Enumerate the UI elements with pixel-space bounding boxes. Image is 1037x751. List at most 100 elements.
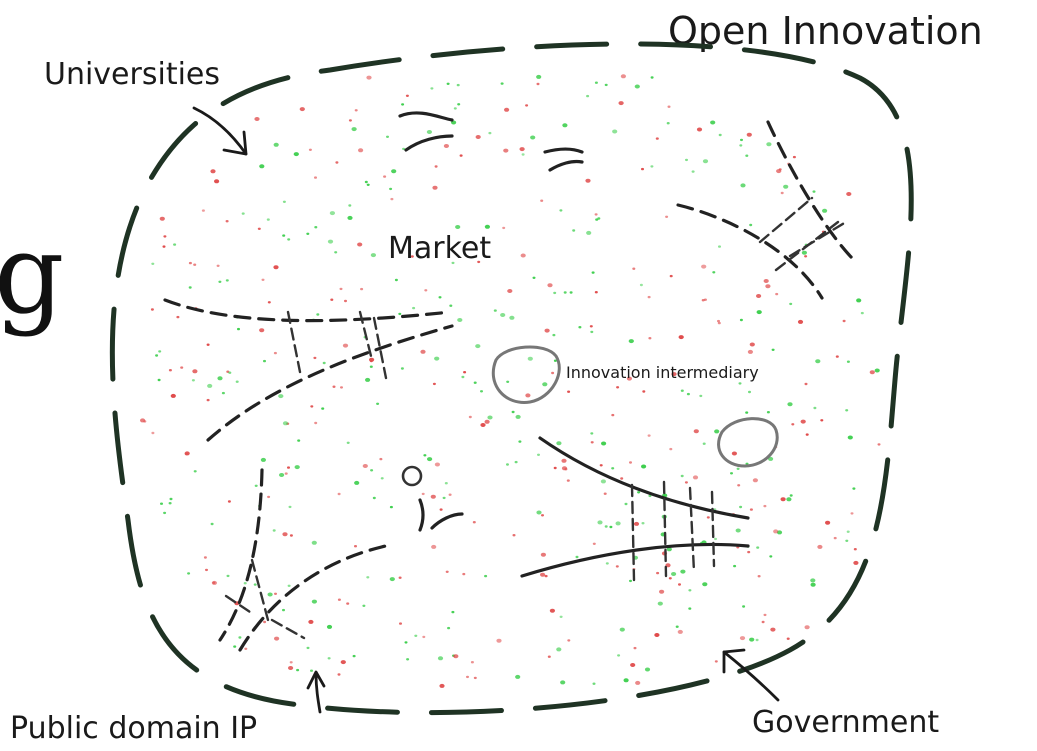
dot [455, 225, 461, 229]
open-boundary [109, 41, 914, 716]
barrier-top-right-1 [766, 120, 854, 260]
dot [791, 423, 795, 426]
dot [369, 359, 373, 363]
dot [500, 313, 506, 317]
dot [493, 309, 497, 312]
dot [282, 421, 289, 426]
dot [445, 570, 449, 573]
dot [238, 636, 242, 639]
dot [206, 343, 210, 346]
dot [635, 680, 641, 685]
dot [775, 292, 779, 296]
dot [426, 130, 432, 134]
dot [390, 197, 394, 201]
dot [559, 209, 563, 212]
dot [389, 577, 395, 582]
dot [747, 550, 751, 554]
dot [578, 326, 582, 329]
dot [675, 625, 679, 628]
barrier-top-right-2 [676, 203, 824, 300]
dot [639, 283, 643, 287]
dot [259, 164, 265, 169]
dot [745, 411, 749, 414]
dot [253, 583, 257, 586]
small-circle [401, 465, 423, 487]
dot [475, 135, 481, 139]
dot [330, 298, 334, 301]
dot [267, 592, 273, 597]
dot [786, 497, 792, 502]
dot [462, 572, 466, 576]
barrier-top-small-2 [404, 134, 454, 152]
dot [525, 104, 529, 107]
dot [322, 361, 326, 365]
dot [835, 355, 839, 358]
dot [366, 576, 370, 579]
dot [671, 372, 677, 377]
dot [575, 555, 579, 559]
dot [218, 280, 222, 283]
dot [459, 154, 463, 157]
dot [620, 74, 627, 79]
dot [422, 635, 426, 639]
dot [340, 386, 343, 389]
dot [402, 147, 406, 151]
dot [347, 215, 353, 220]
dot [877, 443, 881, 446]
dot [642, 390, 646, 393]
dot [718, 133, 722, 137]
dot [444, 482, 448, 485]
dot [525, 393, 531, 398]
dot [504, 107, 510, 112]
dot [569, 291, 573, 294]
dot [562, 123, 568, 128]
dot [618, 101, 624, 106]
dot [540, 199, 544, 202]
dot [297, 439, 301, 442]
dot [527, 356, 533, 361]
dot [496, 638, 502, 643]
barrier-tick [662, 480, 668, 578]
dot [448, 493, 452, 496]
dot [352, 654, 356, 658]
dot [205, 568, 208, 572]
dot [786, 637, 790, 640]
dot [797, 319, 804, 324]
dot [203, 556, 207, 559]
dot [874, 368, 880, 373]
dot [551, 371, 555, 375]
dot [678, 583, 681, 586]
dot [536, 82, 540, 86]
dot [626, 376, 633, 381]
dot [540, 572, 546, 577]
dot [541, 514, 544, 517]
dot [553, 291, 557, 295]
dot [592, 682, 596, 685]
dot [766, 142, 772, 147]
dot [282, 200, 286, 203]
dot [263, 359, 266, 363]
dot [771, 348, 775, 351]
dot [287, 466, 290, 469]
dot [630, 663, 636, 667]
dot [701, 264, 707, 269]
dot [714, 429, 720, 434]
dot [337, 673, 341, 676]
dot [235, 380, 239, 383]
dot [770, 627, 776, 632]
dot [813, 406, 817, 410]
dot [423, 454, 427, 457]
dot [847, 435, 853, 440]
dot [605, 562, 609, 565]
dot [787, 402, 793, 407]
dot [637, 491, 641, 494]
dot [273, 142, 279, 147]
dot [488, 131, 492, 135]
dot [173, 243, 177, 246]
dot [669, 447, 673, 451]
dot [337, 598, 341, 601]
dot [157, 378, 161, 382]
dot [594, 81, 598, 84]
dot [845, 539, 849, 542]
dot [853, 560, 859, 565]
